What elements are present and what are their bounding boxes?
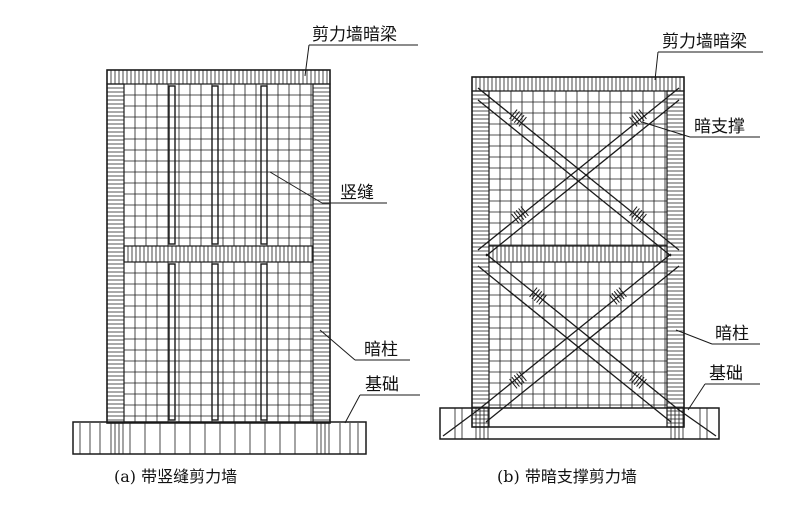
- brace-stirrup: [511, 376, 520, 387]
- brace-stirrup: [513, 113, 523, 123]
- wall-b-brace: [485, 99, 680, 257]
- brace-stirrup: [636, 376, 645, 387]
- label-a-foundation: 基础: [365, 375, 399, 395]
- wall-b-foundation-brace: [678, 409, 717, 437]
- brace-stirrup: [513, 211, 522, 222]
- label-b-concealed-brace: 暗支撑: [694, 117, 745, 137]
- wall-a-slit: [260, 85, 268, 245]
- brace-stirrup: [636, 211, 645, 222]
- wall-b-brace: [477, 265, 672, 423]
- label-b-coupling-beam: 剪力墙暗梁: [662, 32, 747, 52]
- wall-b-brace: [485, 265, 680, 423]
- leader-coupling-beam-a: [304, 44, 310, 77]
- brace-stirrup: [531, 289, 540, 300]
- brace-stirrup: [515, 210, 525, 220]
- leader-coupling-beam-b: [654, 51, 659, 81]
- brace-stirrup: [636, 111, 645, 122]
- brace-stirrup: [536, 292, 545, 303]
- wall-b-brace: [477, 99, 672, 257]
- brace-stirrup: [616, 289, 625, 300]
- leader-foundation-a: [344, 394, 361, 424]
- wall-b-outline: [471, 76, 685, 428]
- brace-stirrup: [511, 213, 520, 224]
- wall-a-slit: [211, 85, 219, 245]
- brace-stirrup: [538, 294, 547, 305]
- wall-a-slit: [168, 85, 176, 245]
- brace-stirrup: [631, 208, 640, 219]
- brace-stirrup: [618, 287, 627, 298]
- wall-a-column-left: [106, 83, 125, 424]
- brace-stirrup: [633, 113, 643, 123]
- brace-stirrup: [516, 114, 525, 125]
- wall-a-hatch: [79, 70, 359, 454]
- wall-b-foundation: [439, 407, 720, 440]
- wall-a-slit: [168, 263, 176, 421]
- wall-b-brace: [477, 87, 680, 251]
- brace-stirrup: [638, 378, 647, 389]
- wall-a-foundation: [72, 421, 367, 455]
- caption-b: (b) 带暗支撑剪力墙: [497, 467, 637, 486]
- caption-a: (a) 带竖缝剪力墙: [114, 467, 237, 486]
- wall-b: [439, 51, 763, 440]
- wall-b-brace: [485, 253, 680, 411]
- wall-b-foundation-brace: [442, 409, 479, 437]
- wall-b-leaders: [641, 51, 763, 411]
- wall-b-hatch: [454, 77, 708, 439]
- brace-stirrup: [518, 371, 527, 382]
- brace-stirrup: [629, 116, 638, 127]
- brace-stirrup: [509, 378, 518, 389]
- brace-stirrup: [631, 373, 640, 384]
- label-a-concealed-column: 暗柱: [364, 340, 398, 360]
- leader-column-a: [319, 329, 356, 361]
- brace-stirrup: [520, 206, 529, 217]
- wall-b-brace: [477, 253, 672, 411]
- wall-a-vertical-slits: [168, 85, 268, 421]
- wall-a-leaders: [269, 44, 420, 424]
- labels: 剪力墙暗梁 竖缝 暗柱 基础 (a) 带竖缝剪力墙 剪力墙暗梁 暗支撑 暗柱 基…: [114, 25, 749, 486]
- wall-b-mesh-grid: [489, 91, 667, 408]
- wall-a-column-right: [312, 83, 331, 424]
- wall-b-column-left: [471, 90, 490, 428]
- leader-slit-a: [269, 171, 323, 204]
- brace-stirrup: [518, 116, 527, 127]
- brace-stirrup: [633, 375, 643, 385]
- wall-b-concealed-braces: [442, 87, 717, 437]
- leader-foundation-b: [687, 383, 706, 411]
- brace-stirrup: [629, 371, 638, 382]
- brace-stirrup: [518, 208, 527, 219]
- wall-b-brace-stirrups: [509, 109, 647, 389]
- wall-a-coupling-beam: [106, 69, 331, 85]
- wall-b-coupling-beam: [471, 76, 685, 92]
- label-a-coupling-beam: 剪力墙暗梁: [312, 25, 397, 45]
- brace-stirrup: [609, 294, 618, 305]
- label-b-concealed-column: 暗柱: [715, 324, 749, 344]
- brace-stirrup: [516, 373, 525, 384]
- leader-column-b: [675, 329, 713, 345]
- brace-stirrup: [513, 375, 523, 385]
- brace-stirrup: [533, 291, 543, 301]
- brace-stirrup: [629, 206, 638, 217]
- label-a-vertical-slit: 竖缝: [340, 183, 374, 203]
- brace-stirrup: [509, 109, 518, 120]
- brace-stirrup: [638, 109, 647, 120]
- wall-a-slit: [211, 263, 219, 421]
- brace-stirrup: [613, 291, 623, 301]
- brace-stirrup: [511, 111, 520, 122]
- brace-stirrup: [638, 213, 647, 224]
- leader-brace-b: [641, 121, 691, 138]
- brace-stirrup: [529, 287, 538, 298]
- wall-a: [72, 44, 420, 455]
- wall-b-middle-beam: [488, 245, 668, 263]
- label-b-foundation: 基础: [709, 364, 743, 384]
- wall-a-slit: [260, 263, 268, 421]
- brace-stirrup: [633, 210, 643, 220]
- brace-stirrup: [611, 292, 620, 303]
- brace-stirrup: [631, 114, 640, 125]
